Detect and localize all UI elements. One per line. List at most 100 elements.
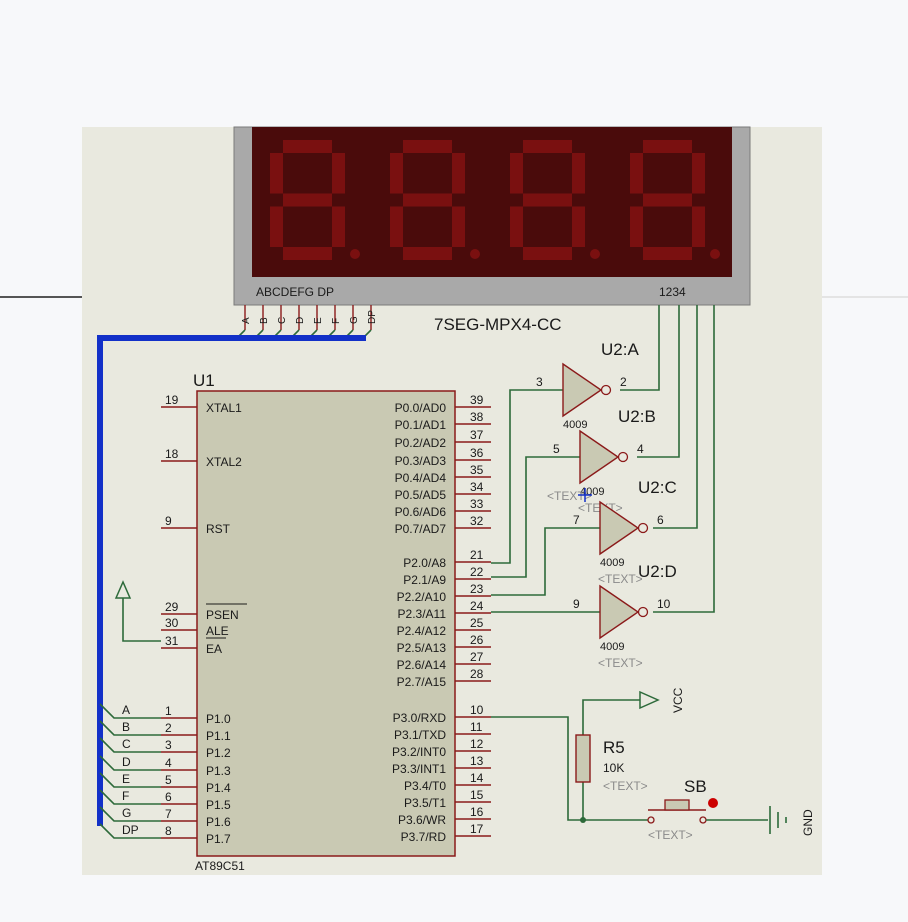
mcu-u1[interactable] bbox=[196, 390, 456, 857]
bus-net-label: E bbox=[122, 772, 130, 786]
gate-part: 4009 bbox=[563, 419, 587, 431]
mcu-pin-number: 21 bbox=[470, 548, 484, 562]
mcu-pin-number: 3 bbox=[165, 738, 172, 752]
wire-digit3 bbox=[653, 305, 698, 529]
mcu-pin-number: 27 bbox=[470, 650, 484, 664]
bus-net-label: A bbox=[122, 703, 130, 717]
bus-entry bbox=[99, 806, 161, 822]
mcu-pin-number: 10 bbox=[470, 703, 484, 717]
mcu-pin-number: 39 bbox=[470, 393, 484, 407]
mcu-pin-label: P2.1/A9 bbox=[403, 573, 446, 587]
mcu-pin-label: P1.5 bbox=[206, 798, 231, 812]
mcu-pin-label: XTAL2 bbox=[206, 455, 242, 469]
inverter-gate[interactable] bbox=[562, 362, 612, 418]
mcu-pin-label: P2.7/A15 bbox=[397, 675, 447, 689]
gate-text: <TEXT> bbox=[598, 656, 643, 670]
mcu-pin-label: P1.6 bbox=[206, 815, 231, 829]
mcu-part: AT89C51 bbox=[195, 859, 245, 873]
mcu-pin-label: PSEN bbox=[206, 608, 239, 622]
mcu-pin-label: P1.1 bbox=[206, 729, 231, 743]
gate-ref: U2:B bbox=[618, 407, 656, 426]
mcu-pin-label: P2.5/A13 bbox=[397, 641, 447, 655]
mcu-pin-label: P0.0/AD0 bbox=[395, 401, 447, 415]
mcu-pin-number: 25 bbox=[470, 616, 484, 630]
mcu-pin-label: P2.4/A12 bbox=[397, 624, 447, 638]
vcc-label: VCC bbox=[671, 687, 685, 713]
display-digit bbox=[630, 140, 720, 260]
mcu-pin-number: 28 bbox=[470, 667, 484, 681]
display-part-name: 7SEG-MPX4-CC bbox=[434, 315, 562, 334]
extra-text: <TEXT> bbox=[547, 489, 592, 503]
mcu-pin-number: 6 bbox=[165, 790, 172, 804]
bus-entry bbox=[99, 772, 161, 788]
gate-ref: U2:A bbox=[601, 340, 639, 359]
mcu-pin-number: 4 bbox=[165, 756, 172, 770]
segment-pin-label: ABCDEFG DP bbox=[256, 285, 334, 299]
wire-digit4 bbox=[653, 305, 715, 613]
mcu-pin-number: 15 bbox=[470, 788, 484, 802]
bus-entry bbox=[99, 755, 161, 771]
ea-vcc-arrow-icon bbox=[114, 580, 132, 599]
mcu-ref: U1 bbox=[193, 371, 215, 390]
mcu-pin-number: 14 bbox=[470, 771, 484, 785]
inverter-gate[interactable] bbox=[599, 500, 649, 556]
bus-net-label: F bbox=[122, 789, 129, 803]
push-button-sb[interactable] bbox=[647, 798, 718, 824]
gate-part: 4009 bbox=[600, 557, 624, 569]
digit-pin-label: 1234 bbox=[659, 285, 686, 299]
mcu-pin-number: 1 bbox=[165, 704, 172, 718]
display-digit bbox=[510, 140, 600, 260]
gate-text: <TEXT> bbox=[598, 572, 643, 586]
mcu-pin-label: P0.6/AD6 bbox=[395, 505, 447, 519]
mcu-pin-label: RST bbox=[206, 522, 231, 536]
bus-net-label: B bbox=[122, 720, 130, 734]
mcu-pin-number: 16 bbox=[470, 805, 484, 819]
mcu-pin-number: 34 bbox=[470, 480, 484, 494]
mcu-pin-number: 9 bbox=[165, 514, 172, 528]
bus-entry bbox=[99, 789, 161, 805]
inverter-gate[interactable] bbox=[599, 584, 649, 640]
wire-p20 bbox=[491, 389, 563, 564]
mcu-pin-number: 32 bbox=[470, 514, 484, 528]
mcu-pin-label: P2.6/A14 bbox=[397, 658, 447, 672]
gate-input-pin: 5 bbox=[553, 442, 560, 456]
segment-pin-letter: B bbox=[259, 317, 270, 324]
mcu-pin-label: P1.4 bbox=[206, 781, 231, 795]
bus-net-label: C bbox=[122, 737, 131, 751]
mcu-pin-label: P1.2 bbox=[206, 746, 231, 760]
resistor-r5[interactable] bbox=[575, 734, 591, 783]
mcu-pin-number: 17 bbox=[470, 822, 484, 836]
mcu-pin-label: P2.2/A10 bbox=[397, 590, 447, 604]
segment-pin-letter: G bbox=[349, 316, 360, 324]
mcu-pin-number: 37 bbox=[470, 428, 484, 442]
gate-ref: U2:C bbox=[638, 478, 677, 497]
seven-seg-display[interactable]: ABCDEFG DP 1234 bbox=[233, 126, 751, 306]
wire-digit1 bbox=[620, 305, 660, 391]
sb-text: <TEXT> bbox=[648, 828, 693, 842]
mcu-pin-number: 5 bbox=[165, 773, 172, 787]
gate-part: 4009 bbox=[600, 641, 624, 653]
mcu-pin-label: P3.3/INT1 bbox=[392, 762, 446, 776]
mcu-pin-number: 19 bbox=[165, 393, 179, 407]
inverter-gate[interactable] bbox=[579, 429, 629, 485]
mcu-pin-label: ALE bbox=[206, 624, 229, 638]
mcu-pin-number: 12 bbox=[470, 737, 484, 751]
gnd-label: GND bbox=[801, 809, 815, 836]
bus-entry bbox=[99, 823, 161, 839]
mcu-pin-label: P1.0 bbox=[206, 712, 231, 726]
gate-output-pin: 2 bbox=[620, 375, 627, 389]
gate-input-pin: 7 bbox=[573, 513, 580, 527]
mcu-pin-label: P3.4/T0 bbox=[404, 779, 446, 793]
wire-p21 bbox=[491, 456, 580, 578]
mcu-pin-number: 38 bbox=[470, 410, 484, 424]
sb-ref: SB bbox=[684, 777, 707, 796]
mcu-pin-number: 24 bbox=[470, 599, 484, 613]
mcu-pin-label: P0.2/AD2 bbox=[395, 436, 447, 450]
mcu-pin-label: P1.3 bbox=[206, 764, 231, 778]
mcu-pin-number: 11 bbox=[470, 720, 483, 734]
mcu-pin-number: 26 bbox=[470, 633, 484, 647]
mcu-pin-label: XTAL1 bbox=[206, 401, 242, 415]
segment-pin-letter: E bbox=[313, 317, 324, 324]
mcu-pin-label: P0.3/AD3 bbox=[395, 454, 447, 468]
